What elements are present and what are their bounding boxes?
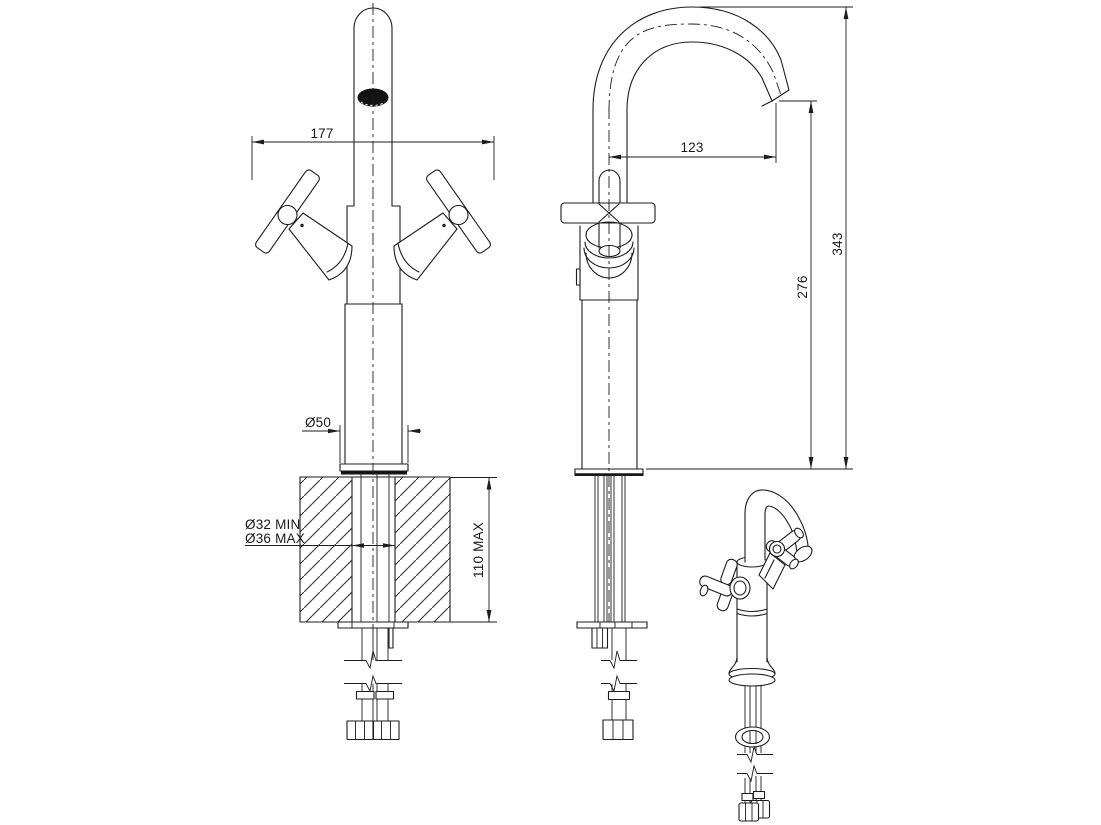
front-view	[255, 3, 491, 741]
handle-left	[255, 169, 353, 281]
dim-label-spout-height: 276	[795, 275, 810, 298]
break-line	[737, 745, 773, 764]
dim-mount-hole: Ø32 MIN Ø36 MAX	[245, 517, 395, 548]
spout-3d	[744, 489, 809, 563]
spout-outlet-lip	[761, 100, 773, 107]
housing-tab	[575, 268, 581, 286]
supply-tubes-front	[361, 628, 389, 660]
break-line	[344, 650, 402, 670]
body-band	[736, 608, 768, 617]
dimension-annotations: 177 Ø50 Ø32 MIN Ø36 MAX 110 MAX	[245, 6, 853, 623]
dim-overall-height: 343	[646, 6, 853, 470]
handle-left-3d	[699, 558, 751, 612]
dim-label-handle-span: 177	[310, 126, 333, 141]
handle-hub-side	[583, 221, 635, 279]
dim-spout-height: 276	[779, 100, 817, 469]
perspective-view	[699, 489, 813, 822]
countertop-section	[299, 474, 451, 623]
dim-deck-thickness: 110 MAX	[450, 477, 497, 623]
break-line	[344, 674, 402, 693]
under-counter-hardware-side	[576, 475, 648, 741]
side-view	[560, 6, 790, 741]
hex-nut-side	[602, 719, 634, 741]
mounting-flange	[339, 463, 409, 475]
break-line	[601, 650, 637, 670]
break-line	[737, 764, 773, 783]
hex-nuts-front	[346, 720, 400, 741]
centerline-spout-arc	[608, 23, 782, 113]
hex-nuts-3d	[738, 799, 771, 822]
supply-lines-3d	[734, 686, 773, 822]
dim-label-base-diameter: Ø50	[305, 415, 331, 430]
faucet-body-front	[344, 205, 403, 465]
dim-base-diameter: Ø50	[302, 415, 421, 463]
break-line	[601, 674, 637, 693]
spout-side	[592, 6, 790, 204]
dim-label-mount-hole-min: Ø32 MIN	[245, 517, 300, 532]
dim-handle-span: 177	[251, 126, 495, 180]
dim-spout-reach: 123	[609, 103, 777, 163]
handle-right-3d	[758, 527, 804, 590]
handle-right	[393, 169, 491, 281]
dim-label-spout-reach: 123	[680, 140, 703, 155]
cross-intersection	[598, 203, 620, 223]
base-3d	[728, 657, 776, 687]
aerator-texture	[360, 101, 386, 106]
dim-label-overall-height: 343	[830, 232, 845, 255]
dim-label-deck-thickness: 110 MAX	[471, 522, 486, 578]
handle-stem-side	[598, 169, 621, 204]
under-counter-hardware-front	[337, 621, 409, 741]
dim-label-mount-hole-max: Ø36 MAX	[245, 531, 305, 546]
cross-handle-bar-side	[560, 202, 656, 224]
